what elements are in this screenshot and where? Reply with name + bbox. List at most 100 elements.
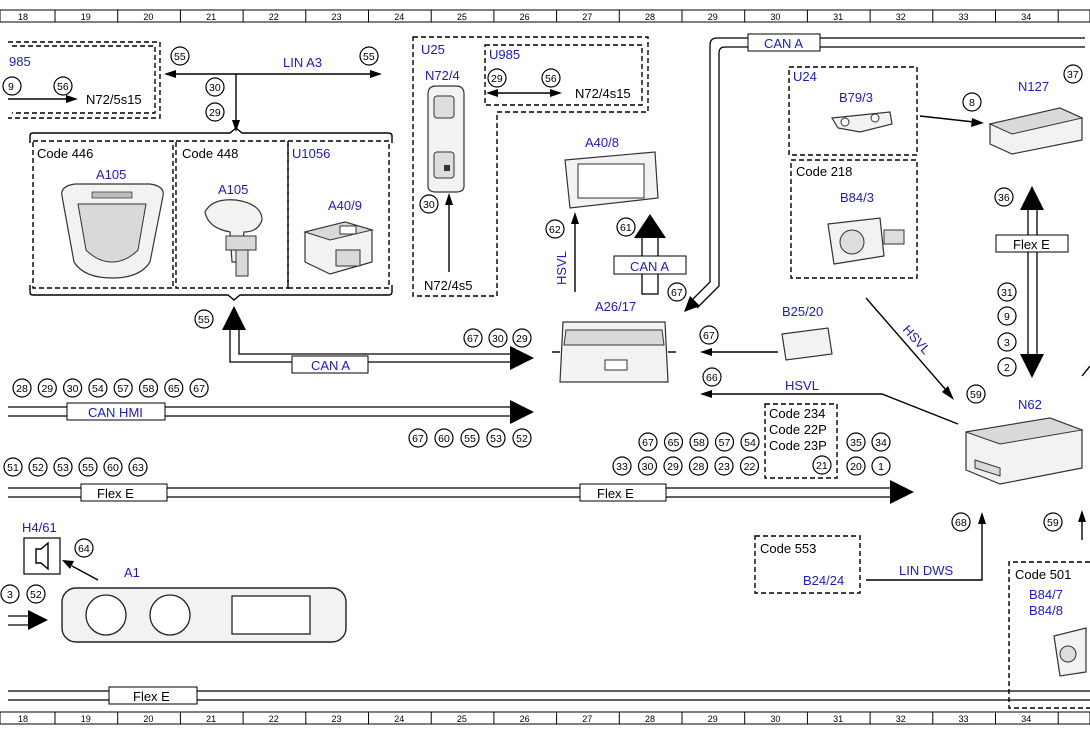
circle-60: 60 — [103, 457, 123, 477]
circle-34: 34 — [871, 432, 891, 452]
can-a-mid-bus: CAN A 55 67 30 29 — [194, 306, 534, 374]
hsvl-horizontal-label: HSVL — [785, 378, 819, 393]
ruler-label: 21 — [206, 714, 216, 724]
a105-right-label: A105 — [218, 182, 248, 197]
circle-56: 56 — [53, 76, 73, 96]
ruler-label: 29 — [708, 714, 718, 724]
circle-60: 60 — [434, 428, 454, 448]
code234-label: Code 234 — [769, 406, 825, 421]
hsvl-diagonal-label: HSVL — [900, 322, 934, 357]
a40-9-label: A40/9 — [328, 198, 362, 213]
hsvl-up-arrow: HSVL 62 — [545, 212, 579, 292]
a1-label: A1 — [124, 565, 140, 580]
switch-module-icon — [303, 221, 374, 275]
circle-54: 54 — [88, 378, 108, 398]
ruler-label: 33 — [959, 12, 969, 22]
ruler-label: 27 — [582, 714, 592, 724]
code446-label: Code 446 — [37, 146, 93, 161]
can-a-up-arrow: CAN A 61 — [613, 214, 687, 295]
circle-59-bottom: 59 — [1043, 512, 1063, 532]
circle-20: 20 — [846, 456, 866, 476]
circle-22: 22 — [739, 456, 760, 476]
svg-text:35: 35 — [850, 437, 862, 449]
circle-30-n72: 30 — [419, 194, 439, 214]
circle-31: 31 — [997, 282, 1017, 302]
svg-text:52: 52 — [32, 462, 44, 474]
ruler-label: 31 — [833, 12, 843, 22]
can-a-top-label: CAN A — [764, 36, 803, 51]
circle-29: 29 — [663, 456, 683, 476]
code448-label: Code 448 — [182, 146, 238, 161]
ruler-label: 34 — [1021, 12, 1031, 22]
circle-30: 30 — [637, 456, 658, 476]
svg-text:55: 55 — [174, 51, 186, 63]
circle-67: 67 — [638, 432, 658, 452]
circle-56-u985: 56 — [541, 68, 561, 88]
svg-text:67: 67 — [193, 383, 205, 395]
circle-28: 28 — [12, 378, 32, 398]
svg-text:30: 30 — [67, 383, 79, 395]
svg-text:21: 21 — [816, 460, 828, 472]
svg-text:54: 54 — [92, 383, 104, 395]
circle-2: 2 — [997, 357, 1017, 377]
circle-30: 30 — [205, 77, 225, 97]
svg-text:65: 65 — [168, 383, 180, 395]
u25-box: U25 N72/4 U985 29 56 N72/4s15 30 N72/4s5 — [412, 36, 649, 297]
ruler-label: 25 — [457, 12, 467, 22]
circle-64: 64 — [74, 538, 94, 558]
n127-unit: N127 8 37 — [919, 64, 1084, 155]
svg-text:67: 67 — [703, 330, 715, 342]
ruler-label: 29 — [708, 12, 718, 22]
circle-8: 8 — [962, 92, 982, 112]
svg-text:55: 55 — [198, 314, 210, 326]
u24-box: U24 B79/3 Code 218 B84/3 — [788, 66, 918, 279]
circle-55-left: 55 — [170, 46, 190, 66]
svg-text:62: 62 — [549, 224, 561, 236]
svg-text:34: 34 — [875, 437, 887, 449]
ruler-label: 27 — [582, 12, 592, 22]
n127-label: N127 — [1018, 79, 1049, 94]
circle-52: 52 — [28, 457, 48, 477]
svg-text:68: 68 — [955, 517, 967, 529]
circle-53: 53 — [486, 428, 506, 448]
a26-17-label: A26/17 — [595, 299, 636, 314]
circle-1: 1 — [871, 456, 891, 476]
svg-text:63: 63 — [132, 462, 144, 474]
code501-box: Code 501 B84/7 B84/8 59 — [1008, 510, 1090, 709]
circle-29: 29 — [37, 378, 57, 398]
circle-55-right: 55 — [359, 46, 379, 66]
svg-text:67: 67 — [467, 333, 479, 345]
svg-text:30: 30 — [642, 461, 654, 473]
svg-text:30: 30 — [492, 333, 504, 345]
code501-label: Code 501 — [1015, 567, 1071, 582]
hsvl-vertical-label: HSVL — [554, 251, 569, 285]
circle-57: 57 — [714, 432, 735, 452]
svg-text:51: 51 — [7, 462, 19, 474]
can-a-top-bus: CAN A 67 — [667, 33, 1085, 312]
ruler-label: 32 — [896, 714, 906, 724]
ruler-label: 19 — [81, 12, 91, 22]
can-hmi-bus: CAN HMI — [8, 400, 534, 424]
circle-54: 54 — [740, 432, 760, 452]
a40-8-display: A40/8 — [564, 135, 659, 209]
h4-61-speaker: H4/61 64 — [22, 520, 99, 581]
circle-66: 66 — [702, 367, 722, 387]
circle-3: 3 — [997, 332, 1017, 352]
svg-text:29: 29 — [667, 461, 679, 473]
svg-text:53: 53 — [490, 433, 502, 445]
svg-text:29: 29 — [516, 333, 528, 345]
code218-label: Code 218 — [796, 164, 852, 179]
ruler-label: 18 — [18, 12, 28, 22]
circle-21: 21 — [812, 455, 832, 475]
svg-text:55: 55 — [363, 51, 375, 63]
u1056-label: U1056 — [292, 146, 330, 161]
svg-text:37: 37 — [1067, 69, 1079, 81]
ruler-label: 23 — [332, 12, 342, 22]
circle-51: 51 — [3, 457, 23, 477]
ruler-label: 28 — [645, 714, 655, 724]
svg-text:22: 22 — [744, 461, 756, 473]
circle-52-a1: 52 — [26, 584, 46, 604]
